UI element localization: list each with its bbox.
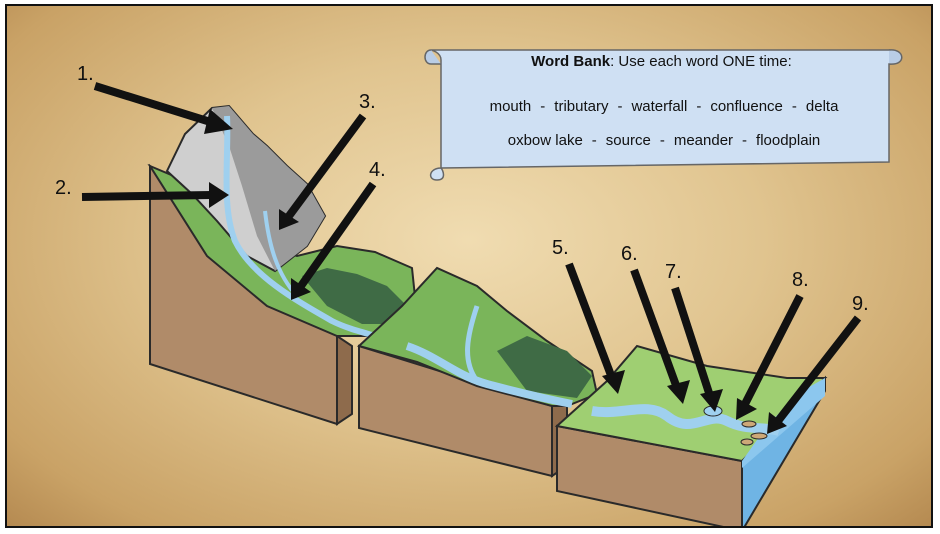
scroll-shape [424,49,903,181]
label-9: 9. [852,293,869,315]
word-oxbow-lake: oxbow lake [507,132,583,149]
word-bank-row-2: oxbow lake-source-meander-floodplain [439,132,889,149]
word-separator: - [591,132,597,149]
mountain-shadow [212,106,325,271]
arrowhead-1 [204,109,233,134]
arrowhead-3 [279,209,299,230]
word-separator: - [540,98,546,115]
label-8: 8. [792,269,809,291]
arrowhead-8 [736,398,757,420]
word-bank-title-bold: Word Bank [531,53,611,70]
word-bank-title: Word Bank: Use each word ONE time: [419,53,904,70]
word-floodplain: floodplain [756,132,821,149]
label-3: 3. [359,91,376,113]
forest-dark-2 [497,336,592,398]
word-separator: - [696,98,702,115]
arrows [81,82,862,424]
lowland-block [554,344,828,526]
arrow-2 [81,191,213,201]
word-bank-row-1: mouth-tributary-waterfall-confluence-del… [439,98,889,115]
arrow-6 [630,268,681,390]
arrow-9 [774,315,862,424]
label-7: 7. [665,261,682,283]
river-landscape-illustration [81,82,862,526]
arrowhead-9 [767,412,787,434]
word-bank-title-rest: : Use each word ONE time: [610,53,792,70]
scroll-right-curl [888,49,903,65]
arrowhead-6 [667,380,690,404]
word-meander: meander [673,132,734,149]
river-diagram-frame: 1. 2. 3. 4. 5. 6. 7. 8. 9. Word Bank: Us… [5,4,933,528]
middle-river [405,342,573,408]
arrowheads [204,109,787,434]
arrowhead-5 [602,370,625,394]
word-mouth: mouth [489,98,532,115]
arrow-3 [285,113,367,219]
middle-block [357,266,599,478]
mountain-block-side [336,334,353,426]
arrow-4 [297,181,377,289]
word-confluence: confluence [710,98,783,115]
arrow-1 [93,82,219,128]
arrowhead-4 [291,278,311,300]
word-separator: - [617,98,623,115]
word-separator: - [791,98,797,115]
label-5: 5. [552,237,569,259]
delta-islands [740,420,768,446]
arrowhead-2 [209,182,229,208]
word-bank-scroll: Word Bank: Use each word ONE time: mouth… [419,42,904,182]
sea [742,378,825,468]
word-tributary: tributary [554,98,609,115]
word-delta: delta [805,98,839,115]
middle-tributary [465,305,480,383]
forest-dark-1 [302,268,407,324]
arrow-7 [671,286,714,398]
word-source: source [605,132,651,149]
mountain-river [223,115,403,347]
label-6: 6. [621,243,638,265]
scroll-top-curl [424,49,441,65]
word-waterfall: waterfall [631,98,688,115]
label-2: 2. [55,177,72,199]
label-4: 4. [369,159,386,181]
word-separator: - [742,132,748,149]
arrowhead-7 [700,389,723,412]
arrow-8 [741,294,804,406]
label-1: 1. [77,63,94,85]
arrow-5 [565,262,616,380]
word-separator: - [659,132,665,149]
